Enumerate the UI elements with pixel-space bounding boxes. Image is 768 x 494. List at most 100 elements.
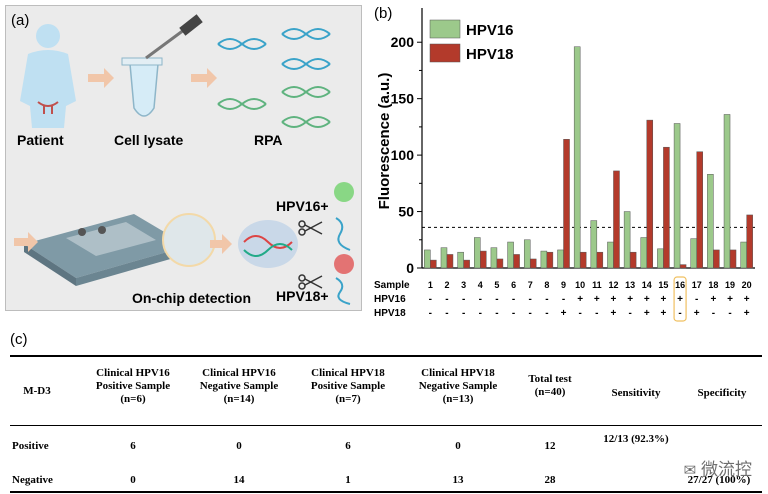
panel-b-label: (b) bbox=[374, 5, 392, 22]
bar-hpv16 bbox=[657, 248, 664, 269]
hpv16-sign: - bbox=[479, 294, 482, 305]
x-tick-label: 8 bbox=[544, 280, 549, 290]
bar-hpv18 bbox=[496, 258, 504, 269]
tube-pipette-icon bbox=[121, 14, 203, 117]
step-label-cell-lysate: Cell lysate bbox=[114, 132, 184, 148]
y-axis-title: Fluorescence (a.u.) bbox=[376, 73, 393, 210]
bar-hpv18 bbox=[529, 258, 537, 269]
hpv16-sign: + bbox=[627, 294, 633, 305]
hpv18-row-label: HPV18 bbox=[374, 308, 406, 319]
bar-hpv18 bbox=[746, 214, 753, 269]
hpv18-sign: - bbox=[479, 308, 482, 319]
table-cell: 0 bbox=[130, 474, 136, 486]
hpv16-sign: - bbox=[545, 294, 548, 305]
sample-row-label: Sample bbox=[374, 280, 410, 291]
dna-icons bbox=[217, 28, 331, 128]
table-bottom-rule bbox=[10, 491, 762, 493]
table-cell: 12 bbox=[544, 440, 556, 452]
bar-hpv16 bbox=[507, 241, 514, 269]
bar-hpv16 bbox=[557, 249, 564, 269]
x-tick-label: 2 bbox=[444, 280, 449, 290]
hpv18-sign: + bbox=[661, 308, 667, 319]
bar-hpv18 bbox=[446, 254, 454, 269]
bar-hpv16 bbox=[623, 211, 631, 269]
hpv18-sign: + bbox=[611, 308, 617, 319]
hpv16-sign: + bbox=[661, 294, 667, 305]
sensitivity-value: 12/13 (92.3%) bbox=[603, 433, 669, 445]
arrow-icon bbox=[210, 234, 232, 254]
hpv16-sign: + bbox=[710, 294, 716, 305]
green-glow-icon bbox=[334, 182, 354, 202]
specificity-value: 27/27 (100%) bbox=[687, 474, 751, 486]
panel-a-label: (a) bbox=[11, 12, 30, 29]
bar-hpv16 bbox=[690, 238, 697, 269]
x-tick-label: 9 bbox=[561, 280, 566, 290]
bar-hpv16 bbox=[523, 239, 531, 269]
table-header-mdet: M-D3 bbox=[23, 385, 51, 397]
table-cell: 6 bbox=[130, 440, 136, 452]
table-row-label: Positive bbox=[12, 440, 49, 452]
hpv16-sign: - bbox=[562, 294, 565, 305]
table-header-hpv16-neg: Clinical HPV16 Negative Sample (n=14) bbox=[199, 367, 279, 405]
x-tick-label: 18 bbox=[708, 280, 718, 290]
hpv16-sign: - bbox=[445, 294, 448, 305]
y-tick-label: 50 bbox=[398, 204, 414, 220]
hpv18-sign: + bbox=[644, 308, 650, 319]
x-tick-label: 10 bbox=[575, 280, 585, 290]
bar-hpv16 bbox=[740, 241, 747, 269]
scissors-icon bbox=[298, 220, 323, 290]
table-header-specificity: Specificity bbox=[697, 387, 747, 399]
hpv18-sign: - bbox=[579, 308, 582, 319]
table-header-hpv18-neg: Clinical HPV18 Negative Sample (n=13) bbox=[418, 367, 498, 405]
x-tick-label: 17 bbox=[692, 280, 702, 290]
chip-icon bbox=[24, 214, 188, 286]
table-cell: 0 bbox=[236, 440, 242, 452]
bar-hpv18 bbox=[713, 249, 720, 269]
hpv16-sign: - bbox=[512, 294, 515, 305]
table-header-total: Total test (n=40) bbox=[528, 373, 572, 398]
chat-bubble-icon: ✉ bbox=[683, 461, 701, 479]
bar-hpv18 bbox=[563, 139, 570, 269]
hpv18-sign: - bbox=[495, 308, 498, 319]
bar-hpv18 bbox=[629, 251, 637, 269]
step-label-patient: Patient bbox=[17, 132, 64, 148]
bar-hpv18 bbox=[646, 119, 654, 269]
sample-16-highlight bbox=[673, 276, 687, 322]
arrow-icon bbox=[14, 232, 38, 252]
table-cell: 1 bbox=[345, 474, 351, 486]
x-tick-label: 7 bbox=[528, 280, 533, 290]
result-label-hpv16: HPV16+ bbox=[276, 198, 329, 214]
x-tick-label: 19 bbox=[725, 280, 735, 290]
bar-hpv18 bbox=[546, 251, 554, 269]
hpv16-sign: + bbox=[594, 294, 600, 305]
y-tick-label: 100 bbox=[391, 147, 415, 163]
table-cell: 6 bbox=[345, 440, 351, 452]
bar-hpv18 bbox=[579, 251, 587, 269]
legend-swatch-hpv16 bbox=[429, 19, 461, 39]
legend-label-hpv18: HPV18 bbox=[466, 46, 514, 63]
detection-label: On-chip detection bbox=[132, 290, 251, 306]
table-header-hpv16-pos: Clinical HPV16 Positive Sample (n=6) bbox=[95, 367, 171, 405]
bar-hpv18 bbox=[613, 170, 620, 269]
hpv18-sign: - bbox=[712, 308, 715, 319]
bar-hpv18 bbox=[463, 259, 470, 269]
hpv18-sign: - bbox=[595, 308, 598, 319]
bar-hpv16 bbox=[490, 247, 498, 269]
hpv18-sign: - bbox=[445, 308, 448, 319]
bar-hpv18 bbox=[513, 254, 520, 269]
hpv18-sign: - bbox=[728, 308, 731, 319]
hpv16-sign: + bbox=[744, 294, 750, 305]
hpv18-sign: - bbox=[512, 308, 515, 319]
x-tick-label: 5 bbox=[494, 280, 499, 290]
y-tick-label: 200 bbox=[391, 34, 415, 50]
y-tick-label: 0 bbox=[406, 260, 414, 276]
table-header-sensitivity: Sensitivity bbox=[611, 387, 661, 399]
step-label-rpa: RPA bbox=[254, 132, 283, 148]
table-row-label: Negative bbox=[12, 474, 53, 486]
table-header-hpv18-pos: Clinical HPV18 Positive Sample (n=7) bbox=[310, 367, 386, 405]
bar-hpv16 bbox=[707, 174, 714, 269]
hpv18-sign: - bbox=[462, 308, 465, 319]
result-label-hpv18: HPV18+ bbox=[276, 288, 329, 304]
y-tick-label: 150 bbox=[391, 91, 415, 107]
